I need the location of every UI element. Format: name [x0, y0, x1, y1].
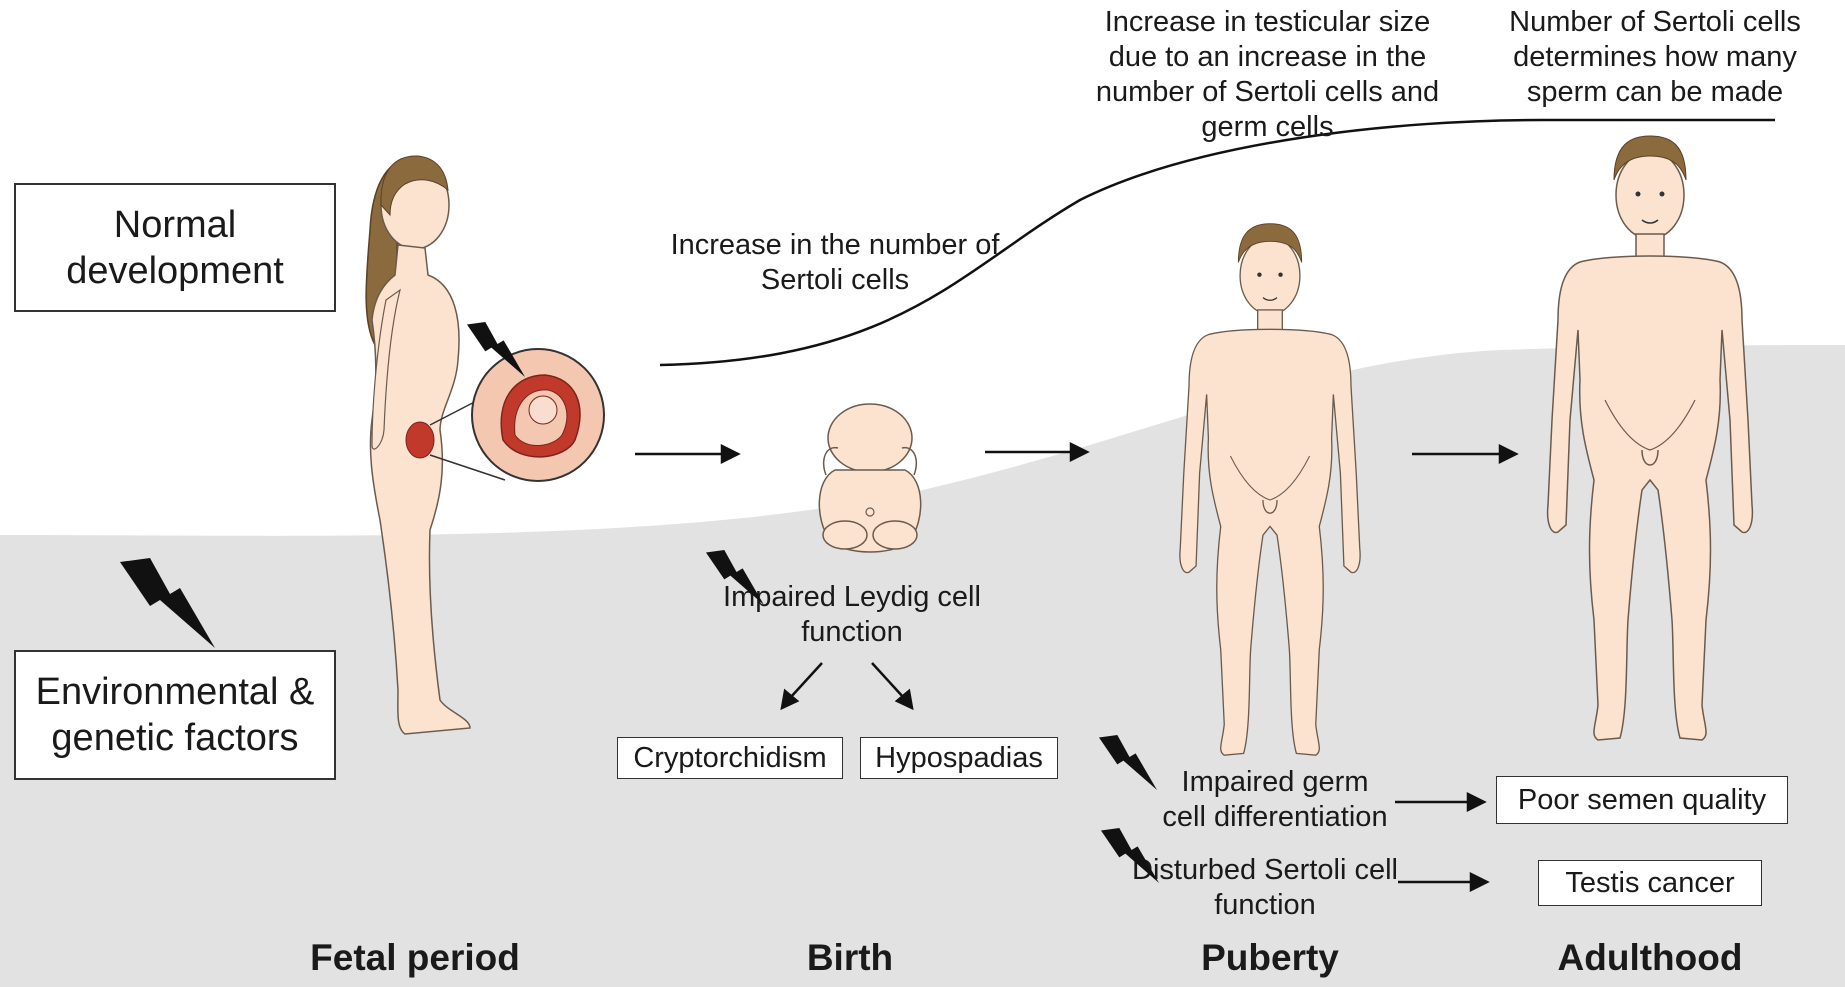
lightning-bolt-icon [466, 322, 526, 377]
lightning-bolt-icon [705, 550, 765, 605]
poor-semen-quality-label: Poor semen quality [1518, 784, 1766, 817]
testis-cancer-box: Testis cancer [1538, 860, 1762, 906]
cryptorchidism-label: Cryptorchidism [633, 742, 826, 775]
lightning-bolt-icon [120, 558, 215, 648]
sperm-production-label: Number of Sertoli cells determines how m… [1490, 5, 1820, 110]
hypospadias-box: Hypospadias [860, 737, 1058, 779]
cryptorchidism-box: Cryptorchidism [617, 737, 843, 779]
lightning-bolt-icon [1100, 828, 1160, 883]
environmental-factors-label: Environmental & genetic factors [25, 669, 325, 761]
sertoli-increase-label: Increase in the number of Sertoli cells [670, 228, 1000, 298]
hypospadias-label: Hypospadias [875, 742, 1043, 775]
lightning-bolt-icon [1098, 735, 1158, 790]
germ-differentiation-label: Impaired germ cell differentiation [1160, 765, 1390, 835]
baby-figure [819, 404, 920, 552]
sertoli-function-label: Disturbed Sertoli cell function [1120, 853, 1410, 923]
poor-semen-quality-box: Poor semen quality [1496, 776, 1788, 824]
stage-label-fetal: Fetal period [265, 935, 565, 980]
stage-label-birth: Birth [750, 935, 950, 980]
normal-development-box: Normal development [14, 183, 336, 312]
stage-label-puberty: Puberty [1160, 935, 1380, 980]
stage-label-adulthood: Adulthood [1530, 935, 1770, 980]
adolescent-figure [1180, 224, 1360, 756]
adult-man-figure [1548, 136, 1753, 740]
testis-cancer-label: Testis cancer [1565, 867, 1734, 900]
testicular-size-label: Increase in testicular size due to an in… [1085, 5, 1450, 145]
environmental-factors-box: Environmental & genetic factors [14, 650, 336, 780]
pregnant-woman-figure [366, 156, 604, 734]
normal-development-label: Normal development [60, 202, 290, 294]
